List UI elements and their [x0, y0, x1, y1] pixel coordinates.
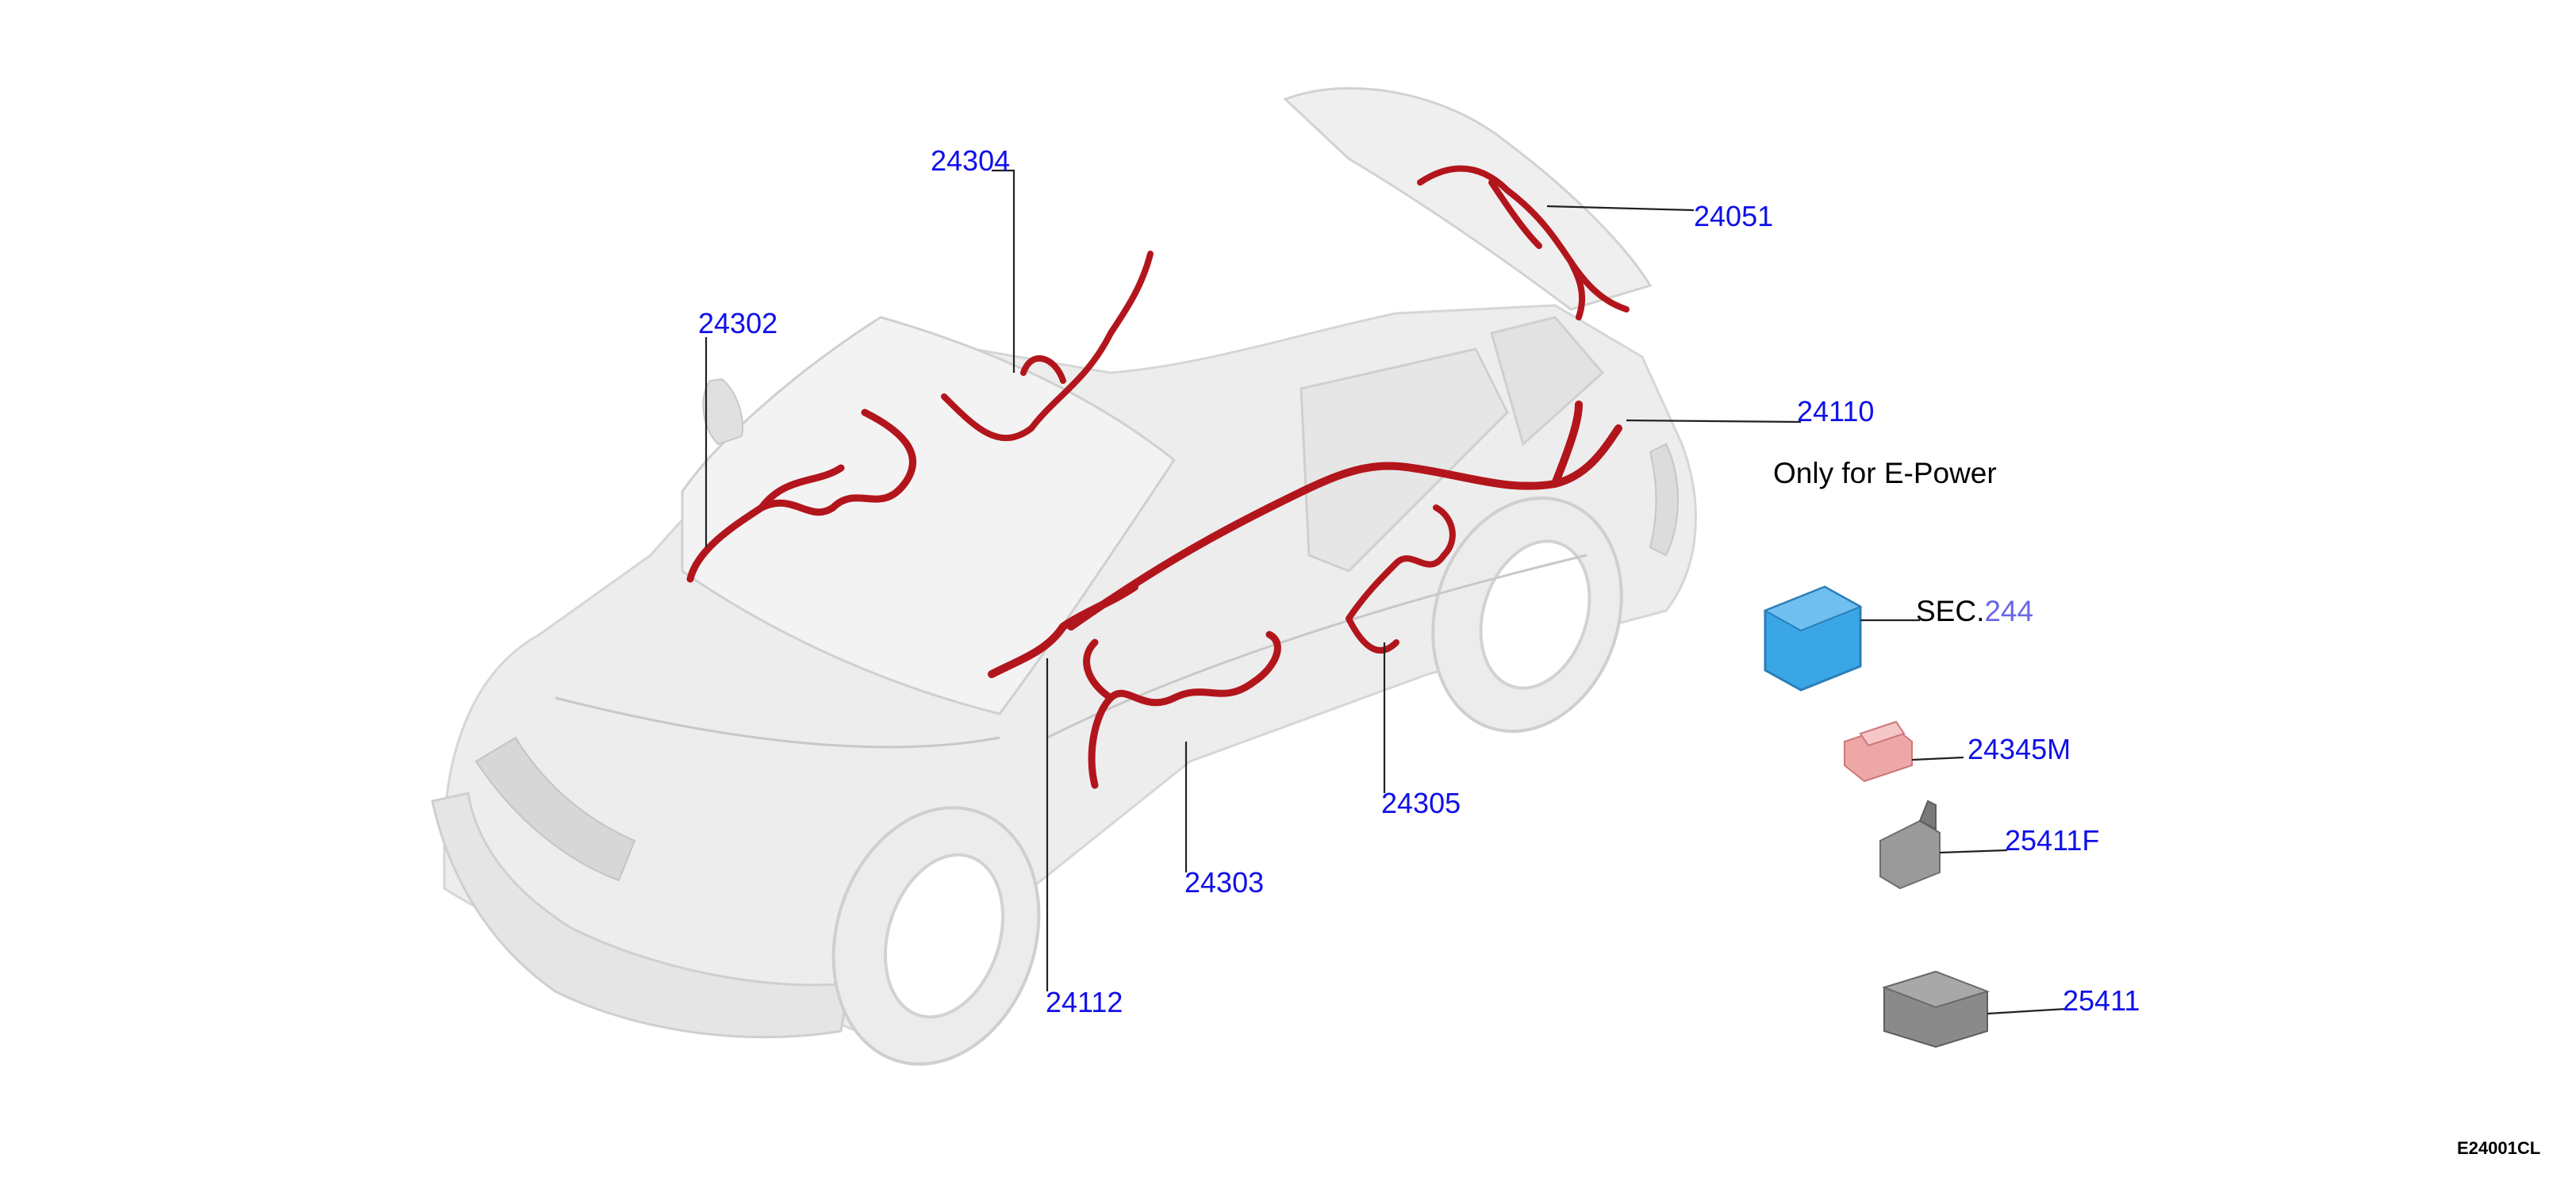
section-reference[interactable]: SEC.244	[1916, 595, 2033, 628]
section-number[interactable]: 244	[1984, 595, 2034, 627]
epower-control-module[interactable]	[1763, 585, 1863, 692]
leader-25411	[1987, 1007, 2067, 1015]
car-crease-line-2	[1046, 554, 1587, 739]
leader-24345M	[1911, 756, 1964, 761]
leader-24110	[1626, 419, 1802, 424]
car-rear-wheel	[1431, 496, 1623, 734]
car-front-bumper	[431, 792, 850, 1039]
car-crease-line	[555, 696, 1000, 749]
bracket-25411[interactable]	[1881, 970, 1991, 1049]
callout-24305[interactable]: 24305	[1381, 787, 1461, 819]
leader-lines	[704, 169, 2067, 1015]
bracket-25411F[interactable]	[1879, 799, 1941, 890]
epower-note: Only for E-Power	[1773, 457, 1997, 489]
section-prefix: SEC.	[1916, 595, 1985, 627]
relay-24345M[interactable]	[1844, 720, 1913, 783]
callout-25411[interactable]: 25411	[2063, 984, 2140, 1017]
car-grille	[474, 736, 636, 882]
epower-components	[1763, 585, 1991, 1049]
car-rear-lamp	[1649, 443, 1679, 557]
callout-24304[interactable]: 24304	[931, 144, 1011, 177]
harness-24305[interactable]	[1346, 504, 1456, 654]
car-front-wheel	[831, 806, 1041, 1066]
car-side-window	[1300, 347, 1509, 573]
callout-25411F[interactable]: 25411F	[2005, 824, 2100, 857]
leader-24051	[1546, 205, 1695, 212]
harness-24051[interactable]	[1417, 165, 1630, 320]
harness-24110[interactable]	[1067, 401, 1622, 631]
vehicle-body	[431, 86, 1697, 1066]
car-left-mirror	[702, 378, 743, 446]
callout-24110[interactable]: 24110	[1797, 395, 1875, 427]
harness-group	[686, 165, 1630, 789]
diagram-code: E24001CL	[2457, 1138, 2541, 1158]
callout-24303[interactable]: 24303	[1184, 866, 1265, 899]
harness-24302[interactable]	[686, 408, 916, 583]
car-hood	[681, 316, 1177, 715]
callout-24345M[interactable]: 24345M	[1968, 733, 2071, 765]
callout-24112[interactable]: 24112	[1046, 986, 1123, 1018]
car-rear-window	[1490, 316, 1605, 447]
leader-25411F	[1939, 849, 2008, 854]
callout-24051[interactable]: 24051	[1694, 200, 1774, 232]
callout-24302[interactable]: 24302	[698, 307, 778, 339]
car-open-hatch	[1283, 86, 1653, 311]
harness-24304[interactable]	[941, 251, 1154, 442]
harness-24303[interactable]	[1083, 631, 1281, 789]
leader-24304	[992, 169, 1015, 373]
